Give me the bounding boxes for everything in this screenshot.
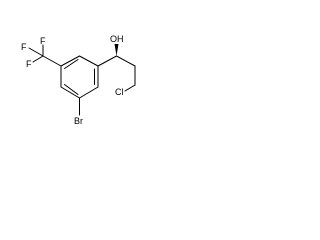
hydroxyl-label: OH — [110, 34, 124, 44]
atom-labels: OH Cl Br F F F — [21, 34, 124, 126]
fluorine-bottom-label: F — [26, 59, 32, 69]
ring-bond-3 — [79, 86, 99, 99]
ring-to-chiral-bond — [97, 55, 117, 67]
ring-bond-6 — [60, 55, 80, 67]
ring-bond-4 — [60, 86, 80, 99]
fluorine-bond-bottom — [32, 55, 44, 63]
ring-double-3 — [64, 59, 79, 69]
fluorine-top-label: F — [40, 36, 46, 46]
chain-bond-1 — [116, 55, 136, 67]
chlorine-label: Cl — [115, 87, 124, 97]
structure-diagram: OH Cl Br F F F — [21, 34, 136, 126]
chlorine-bond — [124, 84, 136, 92]
fluorine-left-label: F — [21, 42, 27, 52]
ring-bond-1 — [79, 55, 99, 67]
stereo-wedge-bond — [114, 44, 119, 56]
bromine-label: Br — [74, 116, 83, 126]
fluorine-bond-left — [28, 47, 44, 57]
ring-to-cf3-bond — [42, 55, 62, 67]
ring-double-2 — [64, 84, 79, 95]
bonds — [28, 44, 136, 116]
